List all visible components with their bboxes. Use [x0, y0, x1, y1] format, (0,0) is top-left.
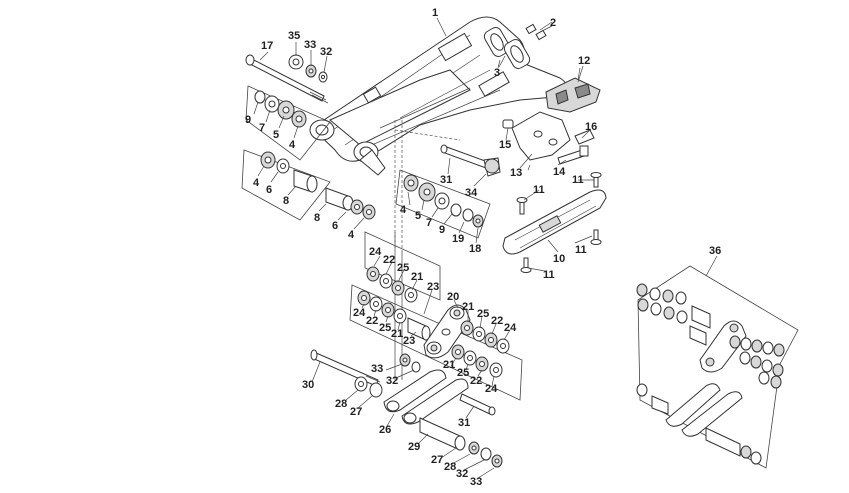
pivot-hardware-top: [288, 54, 328, 83]
callout-11-a: 11: [533, 184, 545, 196]
left-pivot-bearings: [245, 85, 331, 161]
callout-11-d: 11: [543, 269, 555, 281]
callout-21-a: 21: [411, 271, 423, 283]
callout-34: 34: [465, 187, 478, 199]
callout-21-c: 21: [462, 301, 474, 313]
callout-5-b: 5: [415, 210, 421, 222]
callout-30: 30: [302, 379, 314, 391]
callout-24-b: 24: [353, 307, 366, 319]
callout-1: 1: [432, 7, 438, 19]
callout-21-d: 21: [443, 359, 455, 371]
pivot-spacers-left: [241, 149, 376, 221]
callout-12: 12: [578, 55, 590, 67]
chain-adjuster-plates: [483, 27, 531, 69]
callout-4-b: 4: [253, 177, 260, 189]
slider-bolts: [516, 172, 602, 273]
callout-24-a: 24: [369, 246, 382, 258]
callout-24-c: 24: [504, 322, 517, 334]
linkage-bearings-top: [366, 266, 418, 303]
callout-5-a: 5: [273, 129, 279, 141]
callout-22-c: 22: [491, 315, 503, 327]
callout-11-c: 11: [575, 244, 587, 256]
bracket-bolts: [502, 119, 595, 165]
callout-35: 35: [288, 30, 300, 42]
callout-14: 14: [553, 166, 566, 178]
callout-22-b: 22: [366, 315, 378, 327]
chain-guide-bracket: [511, 111, 571, 171]
callout-13: 13: [510, 167, 522, 179]
callout-4-d: 4: [400, 204, 407, 216]
callout-4-c: 4: [348, 229, 355, 241]
adjuster-bolts: [525, 21, 553, 41]
callout-23-a: 23: [427, 281, 439, 293]
pivot-shaft: [245, 54, 329, 104]
callout-26: 26: [379, 424, 391, 436]
callout-9-b: 9: [439, 224, 445, 236]
linkage-bearings-right: [451, 320, 510, 378]
callout-20: 20: [447, 291, 459, 303]
callout-23-b: 23: [403, 335, 415, 347]
callout-22-a: 22: [383, 254, 395, 266]
callout-8-b: 8: [314, 212, 320, 224]
callout-labels: 1 2 3 12 16 15 13 14 11 11 11 11 10 17 3…: [245, 7, 721, 488]
callout-6-b: 6: [332, 220, 338, 232]
callout-28-b: 28: [444, 461, 456, 473]
callout-22-d: 22: [470, 375, 482, 387]
callout-2: 2: [550, 17, 556, 29]
callout-3: 3: [494, 67, 500, 79]
callout-10: 10: [553, 253, 565, 265]
callout-27-b: 27: [431, 454, 443, 466]
callout-31-b: 31: [458, 417, 470, 429]
callout-9-a: 9: [245, 114, 251, 126]
callout-8-a: 8: [283, 195, 289, 207]
callout-17: 17: [261, 40, 273, 52]
lower-linkage: [310, 349, 503, 468]
chain-slider: [502, 189, 607, 255]
chain-guide: [545, 67, 601, 113]
callout-33-c: 33: [470, 476, 482, 488]
callout-25-d: 25: [457, 367, 469, 379]
callout-6-a: 6: [266, 184, 272, 196]
callout-25-b: 25: [379, 322, 391, 334]
callout-32-c: 32: [456, 468, 468, 480]
leader-lines: [253, 17, 718, 479]
right-pivot-bearings: [395, 144, 501, 239]
callout-33-b: 33: [371, 363, 383, 375]
callout-29: 29: [408, 441, 420, 453]
callout-18: 18: [469, 243, 481, 255]
callout-25-c: 25: [477, 308, 489, 320]
callout-15: 15: [499, 139, 511, 151]
callout-32-a: 32: [320, 46, 332, 58]
callout-31-a: 31: [440, 174, 452, 186]
callout-19: 19: [452, 233, 464, 245]
callout-16: 16: [585, 121, 597, 133]
callout-36: 36: [709, 245, 721, 257]
linkage-kit: [636, 265, 799, 469]
callout-21-b: 21: [391, 328, 403, 340]
callout-11-b: 11: [572, 174, 584, 186]
callout-28-a: 28: [335, 398, 347, 410]
callout-24-d: 24: [485, 383, 498, 395]
callout-25-a: 25: [397, 262, 409, 274]
callout-7-b: 7: [426, 217, 432, 229]
callout-32-b: 32: [386, 375, 398, 387]
callout-27-a: 27: [350, 406, 362, 418]
relay-arm: [423, 304, 471, 359]
callout-7-a: 7: [259, 122, 265, 134]
linkage-bearings-second: [357, 290, 431, 341]
callout-33-a: 33: [304, 39, 316, 51]
callout-4-a: 4: [289, 139, 296, 151]
